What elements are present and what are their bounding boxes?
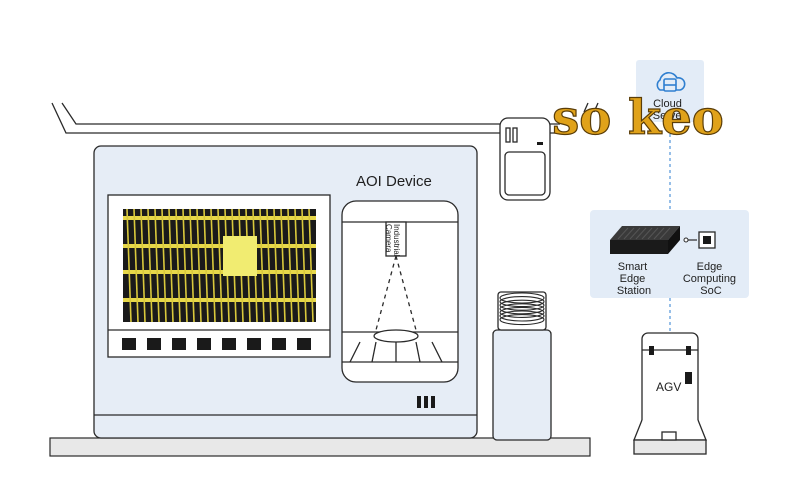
pcb-lead	[154, 208, 160, 323]
pcb-lead	[203, 208, 209, 323]
cooling-fin	[623, 227, 635, 240]
monitor-button	[297, 338, 311, 350]
vent-icon	[417, 396, 435, 408]
reel-ring	[499, 303, 545, 315]
agv-robot	[633, 332, 707, 455]
pcb-lead	[140, 208, 146, 323]
pcb-lead	[266, 208, 272, 323]
pcb-lead	[287, 208, 293, 323]
monitor-button	[272, 338, 286, 350]
cloud-server-node: Cloud Server	[636, 60, 704, 122]
pcb-lead	[280, 208, 286, 323]
pcb-lead	[175, 208, 181, 323]
pcb-lead	[189, 208, 195, 323]
aoi-device-title: AOI Device	[356, 173, 432, 190]
agv-label: AGV	[656, 380, 681, 394]
pcb-lead	[133, 208, 139, 323]
cooling-fin	[647, 227, 659, 240]
monitor-button	[247, 338, 261, 350]
edge-soc-label: Edge Computing SoC	[683, 261, 739, 297]
pcb-lead	[294, 208, 300, 323]
edge-station-box-icon	[610, 226, 680, 254]
cooling-fin	[659, 227, 671, 240]
reel-ring	[499, 292, 545, 304]
reel-ring	[499, 310, 545, 322]
pcb-lead	[259, 208, 265, 323]
soc-chip-icon	[698, 231, 716, 249]
pcb-lead	[147, 208, 153, 323]
pcb-trace	[123, 298, 316, 302]
reel-ring	[499, 306, 545, 318]
cooling-fin	[641, 227, 653, 240]
pcb-lead	[161, 208, 167, 323]
cooling-fin	[653, 227, 665, 240]
base-platform	[49, 437, 591, 457]
reel-feeder	[492, 291, 552, 441]
reel-ring	[499, 296, 545, 308]
pcb-lead	[217, 208, 223, 323]
cooling-fin	[629, 227, 641, 240]
inspection-monitor	[107, 194, 331, 358]
cooling-fin	[617, 227, 629, 240]
cloud-server-icon	[656, 72, 686, 92]
camera-label: Industrial Camera	[384, 224, 401, 259]
reel-ring	[499, 314, 545, 326]
camera-chamber	[341, 200, 459, 383]
overhead-rail	[51, 102, 599, 134]
pcb-lead	[308, 208, 314, 323]
monitor-button	[147, 338, 161, 350]
pcb-lead	[196, 208, 202, 323]
pcb-lead	[210, 208, 216, 323]
watermark-text: so keo	[552, 90, 724, 146]
pcb-lead	[301, 208, 307, 323]
monitor-button	[122, 338, 136, 350]
monitor-button	[172, 338, 186, 350]
monitor-button	[222, 338, 236, 350]
cooling-fin	[635, 227, 647, 240]
pcb-lead	[273, 208, 279, 323]
pcb-lead	[168, 208, 174, 323]
mounted-controller	[499, 117, 551, 201]
pcb-lead	[126, 208, 132, 323]
reel-ring	[499, 299, 545, 311]
svg-text:Cloud Server: Cloud Server	[653, 98, 686, 122]
smart-edge-station-label: Smart Edge Station	[617, 261, 651, 297]
pcb-lead	[182, 208, 188, 323]
pcb-trace	[123, 216, 316, 220]
monitor-button	[197, 338, 211, 350]
edge-station-panel: Smart Edge Station Edge Computing SoC	[590, 210, 749, 298]
